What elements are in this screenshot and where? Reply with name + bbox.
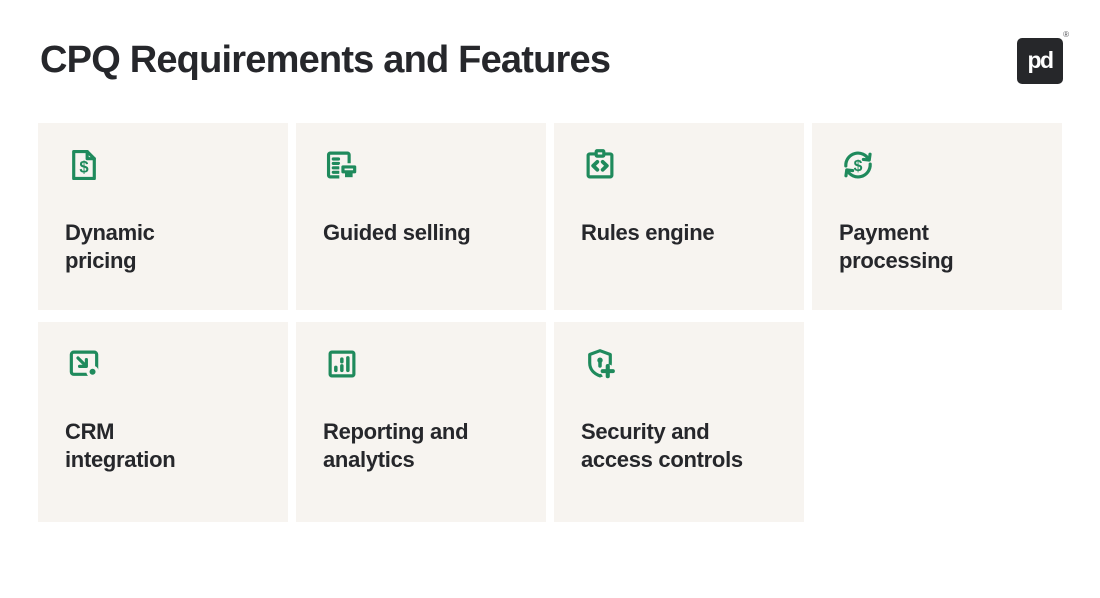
card-reporting-analytics: Reporting and analytics — [296, 322, 546, 522]
card-label: Reporting and analytics — [323, 419, 469, 472]
bar-chart-icon — [328, 350, 356, 378]
document-dollar-icon: $ — [72, 149, 96, 181]
card-label: Security and access controls — [581, 419, 743, 472]
feature-card-grid: $ Dynamic pricing Guided selling R — [38, 123, 1062, 522]
card-dynamic-pricing: $ Dynamic pricing — [38, 123, 288, 310]
registered-trademark-mark: ® — [1063, 30, 1069, 39]
card-label: Rules engine — [581, 220, 715, 245]
card-label: CRM integration — [65, 419, 176, 472]
card-security-access: Security and access controls — [554, 322, 804, 522]
dollar-glyph: $ — [854, 158, 863, 175]
card-payment-processing: $ Payment processing — [812, 123, 1062, 310]
pandadoc-logo: pd — [1017, 38, 1063, 84]
card-crm-integration: CRM integration — [38, 322, 288, 522]
card-label: Payment processing — [839, 220, 954, 273]
import-arrow-icon — [69, 350, 99, 378]
card-rules-engine: Rules engine — [554, 123, 804, 310]
card-label: Guided selling — [323, 220, 471, 245]
logo-monogram: pd — [1027, 46, 1054, 73]
card-label: Dynamic pricing — [65, 220, 155, 273]
shield-plus-icon — [588, 349, 615, 379]
clipboard-code-icon — [586, 149, 614, 179]
currency-sync-icon: $ — [844, 151, 872, 179]
card-guided-selling: Guided selling — [296, 123, 546, 310]
page-title: CPQ Requirements and Features — [40, 39, 611, 81]
list-form-icon — [326, 151, 359, 181]
dollar-glyph: $ — [79, 157, 88, 176]
